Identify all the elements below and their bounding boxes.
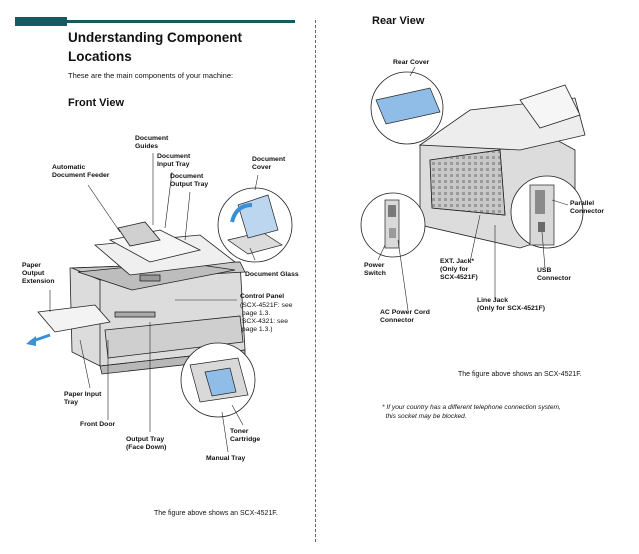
label-ac-power-cord-connector: AC Power Cord Connector	[380, 309, 430, 324]
label-paper-input-tray: Paper Input Tray	[64, 391, 102, 406]
label-line-jack: Line Jack (Only for SCX-4521F)	[477, 297, 545, 312]
header-accent-rule	[67, 20, 295, 23]
label-document-input-tray: Document Input Tray	[157, 153, 191, 168]
label-paper-output-extension: Paper Output Extension	[22, 262, 55, 285]
document-cover-inset	[217, 187, 293, 263]
label-document-glass: Document Glass	[245, 271, 299, 278]
rear-leader-lines	[377, 66, 569, 311]
page-title: Understanding Component Locations	[68, 30, 242, 64]
toner-inset	[180, 342, 256, 418]
label-rear-cover: Rear Cover	[393, 59, 430, 66]
label-power-switch: Power Switch	[364, 262, 386, 277]
rear-cover-inset	[370, 71, 444, 145]
label-control-panel: Control Panel	[240, 293, 285, 300]
label-ext-jack: EXT. Jack* (Only for SCX-4521F)	[440, 258, 478, 281]
label-parallel-connector: Parallel Connector	[570, 200, 604, 215]
front-caption: The figure above shows an SCX-4521F.	[154, 510, 278, 517]
rear-view-heading: Rear View	[372, 15, 425, 27]
intro-text: These are the main components of your ma…	[68, 71, 234, 80]
label-toner-cartridge: Toner Cartridge	[230, 428, 261, 443]
label-front-door: Front Door	[80, 421, 116, 428]
label-automatic-document-feeder: Automatic Document Feeder	[52, 164, 110, 179]
connector-inset	[510, 175, 584, 249]
label-output-tray: Output Tray (Face Down)	[126, 436, 167, 451]
output-arrow-head	[26, 336, 36, 346]
power-switch-inset	[360, 192, 426, 258]
page-divider	[315, 20, 316, 542]
front-machine-illustration	[37, 221, 246, 375]
front-leader-lines	[49, 153, 259, 453]
header-accent-block	[15, 17, 67, 26]
label-document-cover: Document Cover	[252, 156, 286, 171]
front-view-heading: Front View	[68, 97, 125, 109]
label-document-output-tray: Document Output Tray	[170, 173, 209, 188]
footnote: * If your country has a different teleph…	[382, 404, 561, 420]
rear-caption: The figure above shows an SCX-4521F.	[458, 371, 582, 378]
label-control-panel-note: (SCX-4521F: see page 1.3. SCX-4321: see …	[240, 302, 293, 333]
label-usb-connector: USB Connector	[537, 267, 571, 282]
label-manual-tray: Manual Tray	[206, 455, 246, 462]
label-document-guides: Document Guides	[135, 135, 169, 150]
